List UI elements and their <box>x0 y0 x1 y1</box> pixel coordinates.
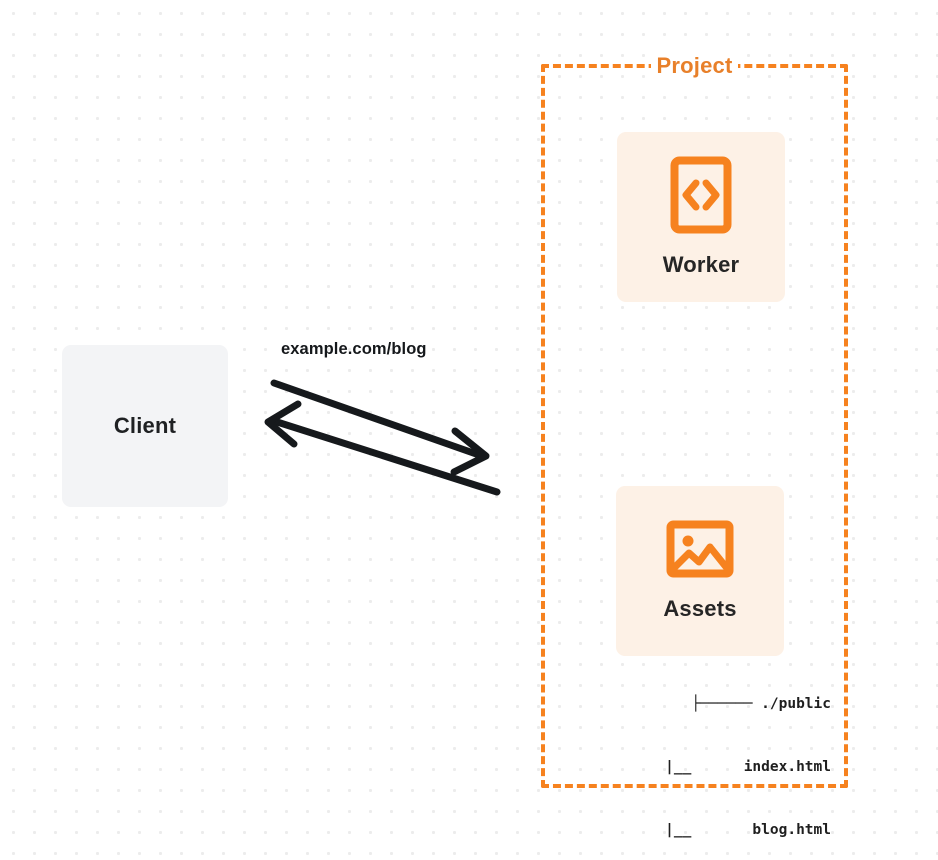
connection-label: example.com/blog <box>281 340 427 358</box>
response-arrow-icon <box>264 400 501 496</box>
assets-card[interactable]: Assets <box>616 486 784 656</box>
file-tree-row: ├────── ./public <box>691 696 831 712</box>
assets-label: Assets <box>663 596 737 621</box>
code-brackets-icon <box>670 156 732 234</box>
client-label: Client <box>113 413 177 438</box>
worker-card[interactable]: Worker <box>617 132 785 302</box>
client-node[interactable]: Client <box>62 345 228 507</box>
file-tree-row: |__ blog.html <box>665 822 831 838</box>
image-icon <box>666 520 734 578</box>
request-arrow-icon <box>270 379 490 476</box>
file-tree-row: |__ index.html <box>665 759 831 775</box>
worker-label: Worker <box>662 252 740 277</box>
assets-file-tree: ├────── ./public |__ index.html |__ blog… <box>579 652 831 860</box>
project-group[interactable]: Project Worker Assets <box>541 53 848 838</box>
project-title: Project <box>650 53 739 79</box>
